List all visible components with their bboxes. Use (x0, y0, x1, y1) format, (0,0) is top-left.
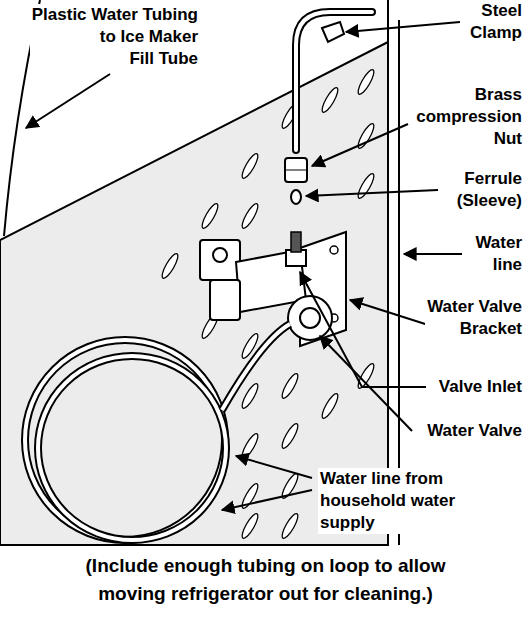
water-valve (200, 232, 332, 340)
part-label: Water Valve Bracket (425, 296, 524, 340)
label-line: Nut (416, 128, 522, 150)
label-line: Plastic Water Tubing (32, 4, 198, 26)
plastic-tubing (296, 12, 372, 150)
label-line: Water line from (320, 468, 455, 490)
label-line: Valve Inlet (439, 376, 522, 398)
label-line: Ferrule (457, 168, 522, 190)
label-line: Water Valve (427, 420, 522, 442)
part-label: Water line (473, 232, 524, 276)
label-line: to Ice Maker (32, 26, 198, 48)
label-line: Water Valve (427, 296, 522, 318)
note-text: (Include enough tubing on loop to allow … (0, 552, 531, 608)
part-label: Plastic Water Tubing to Ice Maker Fill T… (30, 4, 200, 70)
part-label: Ferrule (Sleeve) (455, 168, 524, 212)
label-line: Fill Tube (32, 48, 198, 70)
label-line: household water (320, 490, 455, 512)
water-line (398, 20, 400, 545)
part-label: Valve Inlet (437, 376, 524, 398)
part-label: Water Valve (425, 420, 524, 442)
label-line: supply (320, 512, 455, 534)
label-line: Brass (416, 84, 522, 106)
label-line: Bracket (427, 318, 522, 340)
label-line: Steel (470, 0, 522, 22)
compression-nut (285, 158, 307, 182)
steel-clamp (322, 22, 344, 42)
label-line: Clamp (470, 22, 522, 44)
ferrule (291, 190, 301, 204)
label-line: (Include enough tubing on loop to allow (2, 552, 529, 580)
tubing-coil (25, 324, 290, 540)
label-line: Water (475, 232, 522, 254)
part-label: Water line from household water supply (318, 468, 457, 534)
label-line: (Sleeve) (457, 190, 522, 212)
leader-lines (26, 22, 462, 510)
part-label: Steel Clamp (468, 0, 524, 44)
label-line: moving refrigerator out for cleaning.) (2, 580, 529, 608)
part-label: Brass compression Nut (414, 84, 524, 150)
label-line: compression (416, 106, 522, 128)
label-line: line (475, 254, 522, 276)
